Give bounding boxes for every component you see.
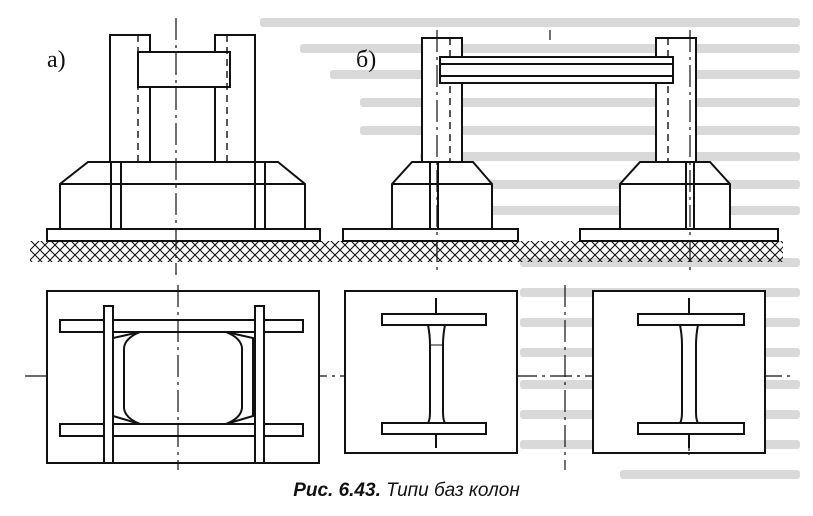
panel-label-a: а) — [47, 47, 66, 73]
elevation-view — [30, 18, 783, 275]
base-b-plan-right — [592, 290, 766, 455]
figure-title: Типи баз колон — [386, 480, 520, 501]
panel-label-b: б) — [356, 47, 377, 73]
base-a-elevation — [46, 18, 321, 275]
figure-number: Рис. 6.43. — [293, 480, 381, 501]
figure-caption: Рис. 6.43. Типи баз колон — [0, 481, 813, 500]
base-b-elevation — [342, 30, 779, 270]
ground-hatch — [30, 241, 783, 262]
base-a-plan — [46, 285, 320, 470]
plan-view — [25, 285, 795, 470]
base-b-plan-left — [344, 290, 518, 454]
